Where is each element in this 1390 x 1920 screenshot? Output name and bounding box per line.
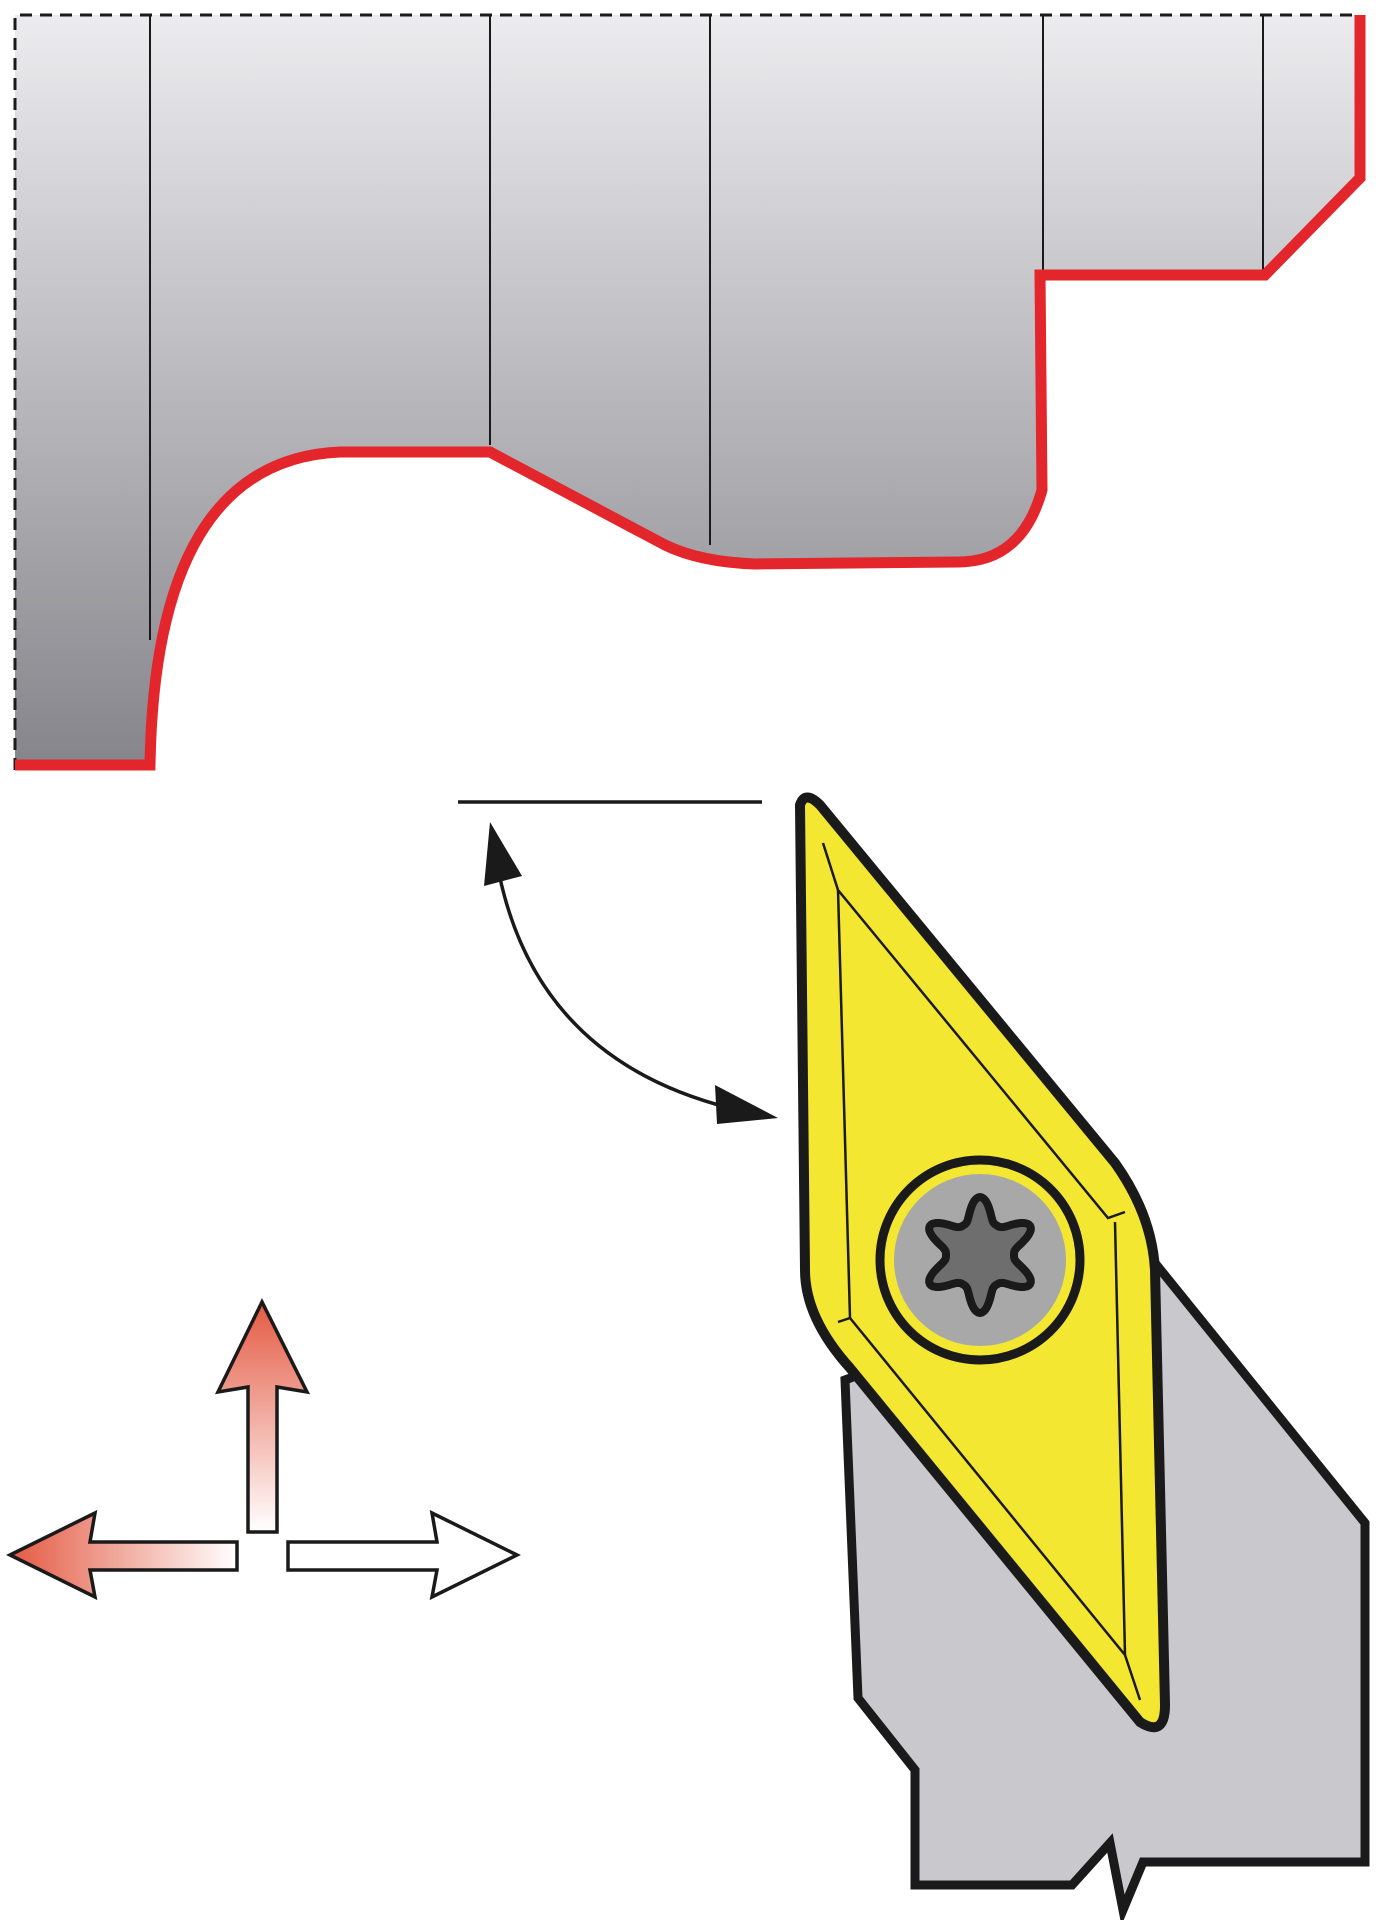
arrow-right-icon	[286, 1509, 521, 1601]
angle-arrowhead-top	[484, 822, 522, 886]
section-lines	[149, 15, 1264, 640]
workpiece	[13, 13, 1366, 771]
angle-indicator	[458, 800, 778, 1124]
insert-chip-breaker	[821, 842, 1142, 1701]
arrow-up-icon	[214, 1298, 311, 1534]
screw-icon	[875, 1155, 1085, 1365]
stock-boundary	[13, 13, 1360, 770]
workpiece-body	[15, 15, 1360, 770]
curved-double-arrow-icon	[498, 877, 731, 1110]
machined-profile	[15, 15, 1366, 771]
arrow-left-icon	[6, 1509, 239, 1601]
feed-direction-arrows	[6, 1298, 521, 1601]
angle-arrowhead-bottom	[715, 1085, 778, 1124]
cutting-insert	[795, 792, 1170, 1733]
torx-socket-icon	[925, 1193, 1035, 1317]
